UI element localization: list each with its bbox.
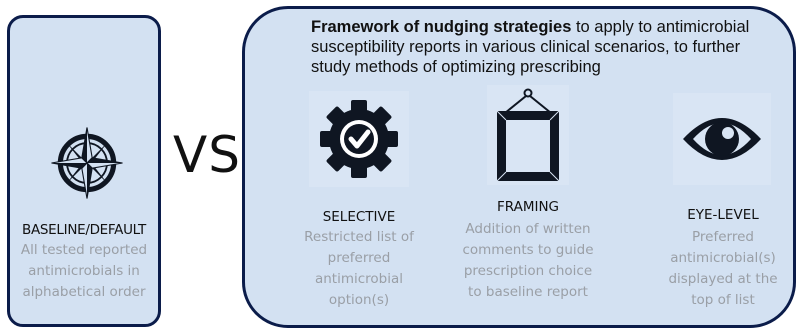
framing-description-line: comments to guide [462, 242, 594, 258]
selective-description-line: antimicrobial [314, 271, 404, 287]
eye-level-description-line: Preferred [692, 229, 754, 245]
eye-icon [683, 118, 761, 160]
picture-frame-icon [496, 88, 560, 182]
compass-icon [51, 127, 123, 199]
framing-description-line: Addition of written [465, 221, 591, 237]
framing-icon-box [487, 85, 569, 185]
selective-title: SELECTIVE [322, 209, 396, 225]
framework-description: Framework of nudging strategies to apply… [311, 17, 781, 77]
selective-description-line: option(s) [328, 292, 390, 308]
eye-level-description-line: displayed at the [668, 271, 778, 287]
framework-panel: Framework of nudging strategies to apply… [242, 6, 796, 328]
framing-description: Addition of written comments to guide pr… [448, 219, 608, 303]
framing-description-line: prescription choice [463, 263, 593, 279]
baseline-description: All tested reported antimicrobials in al… [10, 240, 158, 303]
baseline-title: BASELINE/DEFAULT [22, 222, 146, 238]
vs-label: VS [173, 126, 241, 184]
selective-icon-box [309, 91, 409, 187]
selective-description: Restricted list of preferred antimicrobi… [289, 227, 429, 311]
framework-bold-title: Framework of nudging strategies [311, 18, 572, 36]
eye-level-description-line: top of list [691, 292, 755, 308]
gear-check-icon [320, 100, 398, 178]
eye-level-icon-box [673, 93, 771, 185]
eye-level-description: Preferred antimicrobial(s) displayed at … [653, 227, 793, 311]
baseline-panel: BASELINE/DEFAULT All tested reported ant… [7, 15, 161, 327]
selective-description-line: Restricted list of [304, 229, 414, 245]
baseline-description-line: alphabetical order [22, 284, 146, 300]
eye-level-title: EYE-LEVEL [687, 207, 759, 223]
framework-rest-text: to apply to antimicrobial susceptibility… [311, 18, 750, 76]
framing-description-line: to baseline report [468, 284, 588, 300]
eye-level-description-line: antimicrobial(s) [670, 250, 776, 266]
baseline-description-line: antimicrobials in [28, 263, 140, 279]
baseline-description-line: All tested reported [20, 242, 148, 258]
framing-title: FRAMING [496, 199, 560, 215]
selective-description-line: preferred [327, 250, 391, 266]
